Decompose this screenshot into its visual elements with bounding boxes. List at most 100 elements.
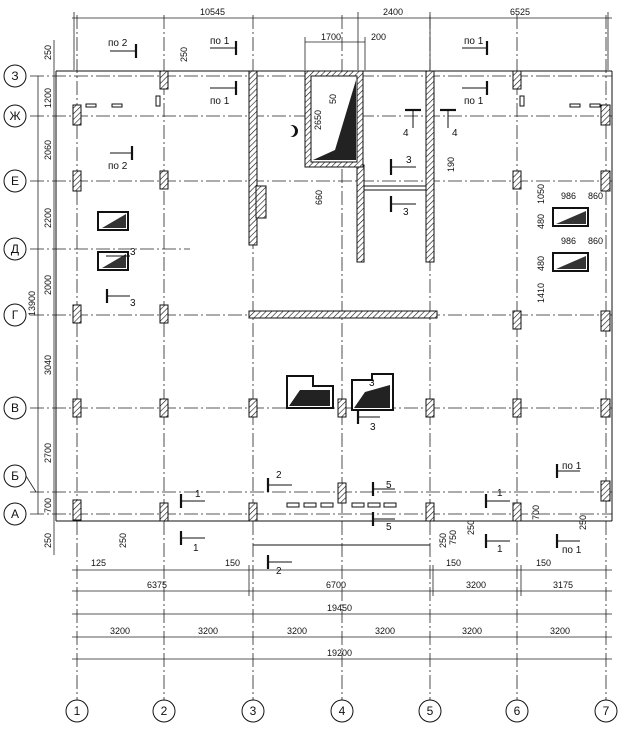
cut-label: по 1 xyxy=(464,96,484,107)
cut-label: 4 xyxy=(403,128,409,139)
misc-dim: 2650 xyxy=(313,110,323,130)
bottom-dim: 150 xyxy=(446,558,461,568)
cut-label: по 1 xyxy=(562,545,582,556)
bottom-dim: 3200 xyxy=(287,626,307,636)
bottom-dim: 3200 xyxy=(466,580,486,590)
axis-label-v: В xyxy=(11,401,19,415)
misc-dim: 860 xyxy=(588,236,603,246)
axis-label-3: 3 xyxy=(250,704,257,718)
misc-dim: 750 xyxy=(448,530,458,545)
bottom-dim: 19450 xyxy=(327,603,352,613)
cut-label: по 2 xyxy=(108,38,128,49)
left-dim: 700 xyxy=(43,498,53,513)
misc-dim: 480 xyxy=(536,214,546,229)
cut-label: по 1 xyxy=(210,96,230,107)
axis-label-1: 1 xyxy=(74,704,81,718)
bottom-dim: 6375 xyxy=(147,580,167,590)
cut-label: 2 xyxy=(276,470,282,481)
top-dim: 6525 xyxy=(510,7,530,17)
misc-dim: 190 xyxy=(446,157,456,172)
left-dim: 2060 xyxy=(43,140,53,160)
cut-label: 4 xyxy=(452,128,458,139)
cut-label: 3 xyxy=(369,378,375,389)
cut-label: 5 xyxy=(386,522,392,533)
cut-label: 3 xyxy=(403,207,409,218)
cut-label: 3 xyxy=(130,247,136,258)
misc-dim: 250 xyxy=(438,533,448,548)
cut-label: 1 xyxy=(497,488,503,499)
misc-dim: 986 xyxy=(561,236,576,246)
left-dim: 13900 xyxy=(27,291,37,316)
misc-dim: 1050 xyxy=(536,184,546,204)
axis-label-b: Б xyxy=(11,469,19,483)
cut-label: 3 xyxy=(370,422,376,433)
axis-label-e: Е xyxy=(11,174,19,188)
bottom-dim: 3200 xyxy=(375,626,395,636)
misc-dim: 986 xyxy=(561,191,576,201)
section-labels: по 2 по 1 по 1 по 1 по 1 по 2 4 4 3 3 3 … xyxy=(108,36,582,577)
bottom-dim: 19200 xyxy=(327,648,352,658)
bottom-dim: 3175 xyxy=(553,580,573,590)
axis-label-7: 7 xyxy=(603,704,610,718)
cut-label: 1 xyxy=(193,543,199,554)
top-dim: 10545 xyxy=(200,7,225,17)
axis-label-2: 2 xyxy=(161,704,168,718)
misc-dim: 860 xyxy=(588,191,603,201)
axis-label-z: З xyxy=(11,69,18,83)
misc-dim: 660 xyxy=(314,190,324,205)
walls xyxy=(248,70,438,319)
axis-label-d: Д xyxy=(11,242,19,256)
misc-dim: 50 xyxy=(328,94,338,104)
left-dim: 1200 xyxy=(43,88,53,108)
cut-label: 1 xyxy=(497,544,503,555)
axis-label-zh: Ж xyxy=(9,109,20,123)
bottom-dim: 125 xyxy=(91,558,106,568)
bottom-dim: 150 xyxy=(225,558,240,568)
horizontal-axis-bubbles: З Ж Е Д Г В Б А xyxy=(3,64,37,526)
section-cut-marks xyxy=(105,41,580,569)
bottom-dim: 3200 xyxy=(462,626,482,636)
misc-dim: 250 xyxy=(578,515,588,530)
cut-label: 1 xyxy=(195,489,201,500)
axis-label-a: А xyxy=(11,507,19,521)
left-dim: 250 xyxy=(43,533,53,548)
bottom-dim: 150 xyxy=(536,558,551,568)
cut-label: по 2 xyxy=(108,161,128,172)
cut-label: 3 xyxy=(130,298,136,309)
vertical-axis-bubbles: 1 2 3 4 5 6 7 xyxy=(65,699,618,723)
cut-label: 2 xyxy=(276,566,282,577)
top-dim: 2400 xyxy=(383,7,403,17)
top-dim: 200 xyxy=(371,32,386,42)
left-dim: 2000 xyxy=(43,275,53,295)
top-dim: 1700 xyxy=(321,32,341,42)
bottom-dimensions: 125 150 150 150 6375 6700 3200 3175 1945… xyxy=(72,558,612,660)
bottom-dim: 6700 xyxy=(326,580,346,590)
cut-label: по 1 xyxy=(562,461,582,472)
axis-label-5: 5 xyxy=(427,704,434,718)
axis-label-6: 6 xyxy=(514,704,521,718)
axis-label-g: Г xyxy=(12,308,19,322)
misc-dimensions: 250 50 2650 660 190 1050 480 480 1410 98… xyxy=(118,47,603,548)
bottom-dim: 3200 xyxy=(198,626,218,636)
left-dim: 2200 xyxy=(43,208,53,228)
misc-dim: 250 xyxy=(466,520,476,535)
cut-label: 5 xyxy=(386,480,392,491)
left-dim: 250 xyxy=(43,45,53,60)
left-dimensions: 250 1200 2060 2200 2000 3040 2700 700 25… xyxy=(27,40,55,555)
top-dimensions: 10545 2400 6525 1700 200 xyxy=(72,7,612,70)
bottom-dim: 3200 xyxy=(110,626,130,636)
cut-label: по 1 xyxy=(210,36,230,47)
misc-dim: 480 xyxy=(536,256,546,271)
cut-label: 3 xyxy=(406,155,412,166)
misc-dim: 250 xyxy=(179,47,189,62)
axis-label-4: 4 xyxy=(339,704,346,718)
left-dim: 2700 xyxy=(43,443,53,463)
misc-dim: 700 xyxy=(531,505,541,520)
bottom-dim: 3200 xyxy=(550,626,570,636)
openings xyxy=(85,95,601,508)
shaft-block xyxy=(283,70,364,168)
columns xyxy=(72,70,611,522)
left-dim: 3040 xyxy=(43,355,53,375)
cut-label: по 1 xyxy=(464,36,484,47)
